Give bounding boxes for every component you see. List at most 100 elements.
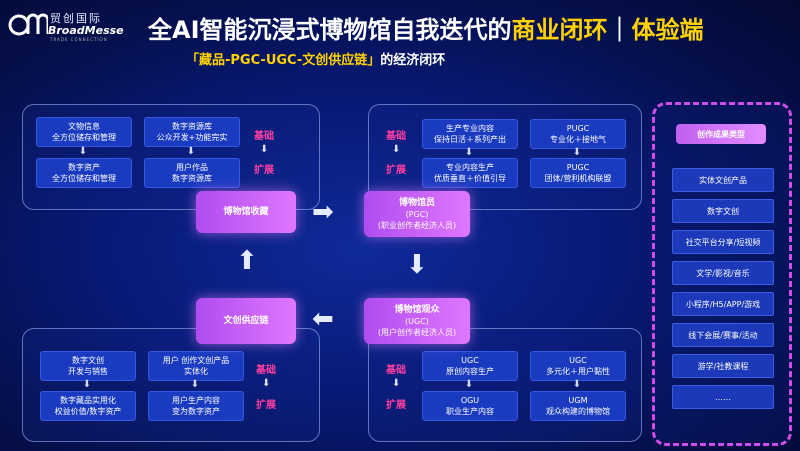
- node-staff-l2: (PGC): [405, 209, 429, 219]
- tr-box-4-l2: 团体/营利机构联盟: [544, 174, 612, 183]
- bl-box-3: 数字藏品实用化 权益价值/数字资产: [40, 391, 136, 421]
- node-collection-title: 博物馆收藏: [223, 206, 269, 217]
- node-staff-l3: (职业创作者经济人员): [377, 220, 457, 230]
- tr-box-3-l1: 专业内容生产: [446, 163, 494, 172]
- title-highlight: 商业闭环: [511, 16, 608, 44]
- logo-text-en: BroadMesse: [48, 24, 124, 37]
- tl-box-3-l2: 全方位储存和管理: [52, 174, 116, 183]
- creation-type-item: 小程序/H5/APP/游戏: [672, 292, 774, 316]
- tr-box-4: PUGC 团体/营利机构联盟: [530, 158, 626, 188]
- title-separator: ｜: [607, 16, 632, 44]
- node-staff-title: 博物馆员: [398, 197, 435, 208]
- br-box-4: UGM 观众构建的博物馆: [530, 391, 626, 421]
- node-audience-title: 博物馆观众: [394, 304, 440, 315]
- node-audience-l2: (UGC): [405, 316, 429, 326]
- subtitle-highlight: 「藏品-PGC-UGC-文创供应链」: [186, 53, 381, 68]
- bl-box-4-l1: 用户生产内容: [172, 396, 220, 405]
- creation-types-header: 创作成果类型: [676, 124, 766, 144]
- bl-box-2-l1: 用户 创作文创产品: [162, 356, 230, 365]
- tr-tag-base: 基础: [386, 131, 406, 142]
- creation-type-item: 社交平台分享/短视频: [672, 230, 774, 254]
- page-subtitle: 「藏品-PGC-UGC-文创供应链」的经济闭环: [186, 49, 445, 68]
- creation-type-item: 实体文创产品: [672, 168, 774, 192]
- title-main: 全AI智能沉浸式博物馆自我迭代的: [148, 16, 512, 44]
- tr-box-1: 生产专业内容 保持日活＋系列产出: [422, 119, 518, 149]
- tr-tag-ext: 扩展: [386, 165, 406, 176]
- br-box-2: UGC 多元化＋用户黏性: [530, 351, 626, 381]
- br-box-4-l2: 观众构建的博物馆: [546, 407, 610, 416]
- tr-box-2-l1: PUGC: [566, 124, 590, 133]
- br-arrow-down-1-icon: ⬇: [464, 379, 474, 390]
- br-arrow-down-2-icon: ⬇: [572, 379, 582, 390]
- tl-box-1-l2: 全方位储存和管理: [52, 133, 116, 142]
- br-box-4-l1: UGM: [568, 396, 588, 405]
- node-museum-collection: 博物馆收藏: [196, 191, 296, 233]
- bl-box-4-l2: 变为数字资产: [172, 407, 220, 416]
- tl-box-4-l1: 用户作品: [176, 163, 208, 172]
- logo-mark-icon: [8, 13, 48, 36]
- bl-box-2-l2: 实体化: [184, 367, 208, 376]
- br-tag-ext: 扩展: [386, 400, 406, 411]
- br-box-3-l1: OGU: [460, 396, 480, 405]
- logo-tagline: TRADE CONNECTION: [50, 37, 108, 42]
- node-museum-audience: 博物馆观众 (UGC) (用户创作者经济人员): [364, 298, 470, 344]
- br-box-1: UGC 原创内容生产: [422, 351, 518, 381]
- tr-box-1-l1: 生产专业内容: [446, 124, 494, 133]
- tl-box-3-l1: 数字资产: [68, 163, 100, 172]
- bl-tag-arrow-icon: ⬇: [262, 378, 271, 389]
- br-tag-base: 基础: [386, 365, 406, 376]
- tl-box-2-l1: 数字资源库: [172, 122, 212, 131]
- arrow-up-icon: ⬆: [236, 246, 258, 276]
- br-box-1-l2: 原创内容生产: [446, 367, 494, 376]
- tl-box-3: 数字资产 全方位储存和管理: [36, 158, 132, 188]
- arrow-left-icon: ⬅: [312, 304, 334, 334]
- tl-box-4: 用户作品 数字资源库: [144, 158, 240, 188]
- tr-box-1-l2: 保持日活＋系列产出: [434, 135, 506, 144]
- creation-type-item: 文学/影视/音乐: [672, 261, 774, 285]
- title-end: 体验端: [631, 16, 704, 44]
- tl-box-2-l2: 公众开发+功能完实: [156, 133, 228, 142]
- br-box-1-l1: UGC: [461, 356, 479, 365]
- tl-box-1: 文物信息 全方位储存和管理: [36, 117, 132, 147]
- tr-box-3-l2: 优质垂直＋价值引导: [434, 174, 506, 183]
- node-supply-title: 文创供应链: [223, 315, 269, 326]
- tl-arrow-down-2-icon: ⬇: [186, 146, 196, 157]
- br-tag-arrow-icon: ⬇: [392, 378, 401, 389]
- br-box-2-l2: 多元化＋用户黏性: [546, 367, 610, 376]
- tr-arrow-down-2-icon: ⬇: [572, 147, 582, 158]
- arrow-right-icon: ➡: [312, 197, 334, 227]
- creation-type-item: 游学/社教课程: [672, 354, 774, 378]
- bl-box-1-l2: 开发与销售: [68, 367, 108, 376]
- bl-tag-base: 基础: [256, 365, 276, 376]
- bl-box-2: 用户 创作文创产品 实体化: [148, 351, 244, 381]
- node-audience-l3: (用户创作者经济人员): [377, 327, 457, 337]
- bl-box-1-l1: 数字文创: [72, 356, 104, 365]
- creation-type-item: ……: [672, 385, 774, 409]
- bl-tag-ext: 扩展: [256, 400, 276, 411]
- logo-text-cn: 贸创国际: [50, 12, 102, 25]
- panel-bottom-left: [22, 328, 320, 442]
- tl-tag-ext: 扩展: [254, 165, 274, 176]
- bl-box-1: 数字文创 开发与销售: [40, 351, 136, 381]
- bl-box-3-l1: 数字藏品实用化: [60, 396, 116, 405]
- tl-tag-base: 基础: [254, 131, 274, 142]
- tr-box-4-l1: PUGC: [566, 163, 590, 172]
- br-box-2-l1: UGC: [569, 356, 587, 365]
- creation-type-item: 线下会展/赛事/活动: [672, 323, 774, 347]
- tl-box-4-l2: 数字资源库: [172, 174, 212, 183]
- page-title: 全AI智能沉浸式博物馆自我迭代的商业闭环｜体验端: [148, 10, 704, 45]
- tr-arrow-down-1-icon: ⬇: [464, 147, 474, 158]
- bl-arrow-down-1-icon: ⬇: [82, 379, 92, 390]
- tl-tag-arrow-icon: ⬇: [260, 144, 269, 155]
- br-box-3: OGU 职业生产内容: [422, 391, 518, 421]
- creation-type-item: 数字文创: [672, 199, 774, 223]
- tl-box-2: 数字资源库 公众开发+功能完实: [144, 117, 240, 147]
- tl-arrow-down-1-icon: ⬇: [78, 146, 88, 157]
- tr-box-2: PUGC 专业化＋接地气: [530, 119, 626, 149]
- bl-box-4: 用户生产内容 变为数字资产: [148, 391, 244, 421]
- arrow-down-icon: ⬇: [406, 250, 428, 280]
- panel-bottom-right: [368, 328, 642, 442]
- bl-box-3-l2: 权益价值/数字资产: [54, 407, 122, 416]
- subtitle-rest: 的经济闭环: [380, 53, 446, 68]
- br-box-3-l2: 职业生产内容: [446, 407, 494, 416]
